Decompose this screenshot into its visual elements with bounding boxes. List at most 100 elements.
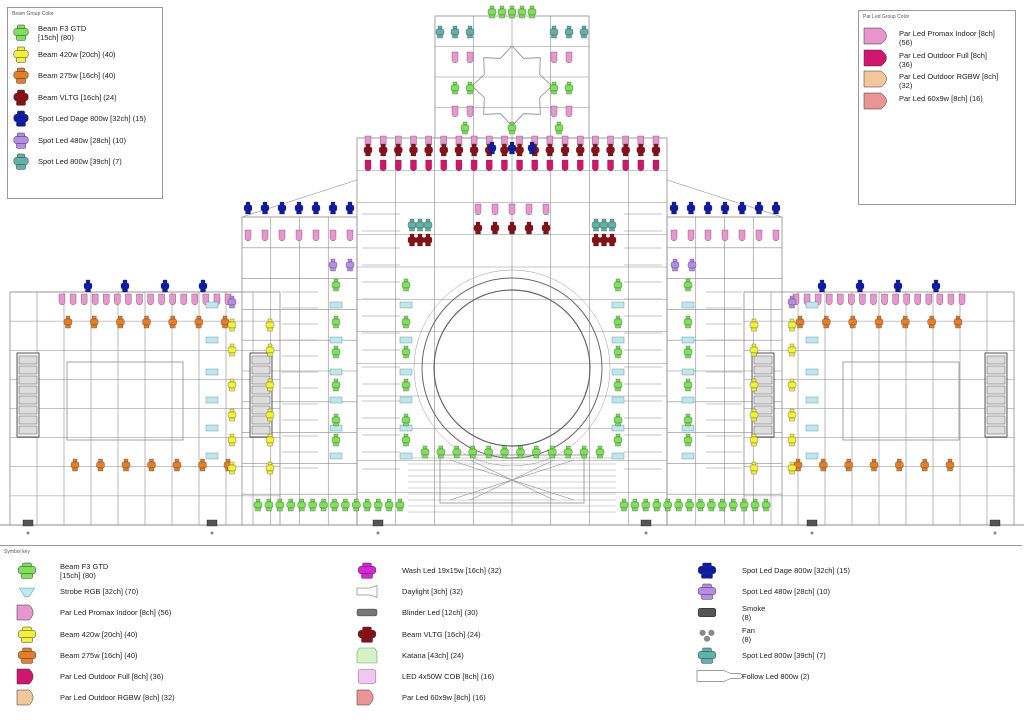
strobe-fixture	[681, 301, 695, 309]
beam-fixture	[927, 315, 936, 329]
beam-fixture	[401, 315, 411, 329]
beam-legend-label: Beam 275w [16ch] (40)	[38, 71, 116, 80]
symbol-key-entry: Spot Led Dage 800w [32ch] (15)	[696, 562, 850, 581]
beam-fixture	[613, 433, 623, 447]
beam-fixture	[613, 315, 623, 329]
par-fixture	[670, 229, 678, 242]
beam-fixture	[345, 201, 355, 215]
beam-fixture	[931, 279, 941, 293]
beam-fixture	[893, 279, 903, 293]
par-led-group-legend: Par Led Group Color Par Led Promax Indoo…	[858, 10, 1016, 205]
beam-legend-label: Beam VLTG [16ch] (24)	[38, 92, 117, 102]
strobe-fixture	[329, 368, 343, 376]
symbol-key-entry: Beam F3 GTD [15ch] (80)	[16, 562, 108, 581]
beam-vltg-icon	[356, 626, 402, 645]
par-legend-entry: Par Led Outdoor RGBW [8ch] (32)	[863, 70, 998, 90]
beam-fixture	[515, 143, 524, 157]
beam-fixture	[754, 201, 764, 215]
beam-fixture	[606, 143, 615, 157]
par-fixture	[451, 51, 459, 64]
par-fixture	[278, 229, 286, 242]
par-fixture	[125, 293, 132, 306]
symbol-key-label: Spot Led 800w [39ch] (7)	[742, 650, 826, 660]
par-fixture	[925, 293, 932, 306]
beam-fixture	[527, 141, 537, 155]
beam-fixture	[90, 315, 99, 329]
symbol-key-label: Par Led 60x9w [8ch] (16)	[402, 693, 486, 703]
beam-fixture	[685, 498, 694, 512]
right-screen	[842, 361, 960, 441]
beam-fixture	[294, 201, 304, 215]
par-60-icon	[863, 92, 893, 112]
par-rgbw-icon	[16, 689, 60, 708]
beam-fixture	[793, 458, 803, 472]
beam-fixture	[707, 498, 716, 512]
beam-fixture	[651, 143, 661, 157]
speaker-box	[986, 355, 1006, 365]
beam-legend-label: Beam 420w [20ch] (40)	[38, 49, 116, 59]
beam-fixture	[749, 433, 759, 447]
beam-fixture	[817, 279, 827, 293]
beam-fixture	[308, 498, 317, 512]
beam-420-icon	[16, 626, 60, 645]
beam-fixture	[401, 345, 411, 359]
symbol-key-label: Blinder Led [12ch] (30)	[402, 608, 478, 618]
par-fixture	[169, 293, 176, 306]
strobe-fixture	[611, 452, 625, 460]
par-fixture	[425, 159, 432, 172]
symbol-key-label: LED 4x50W COB [8ch] (16)	[402, 672, 495, 681]
symbol-key-entry: Spot Led 480w [28ch] (10)	[696, 583, 830, 602]
beam-fixture	[595, 445, 605, 459]
beam-fixture	[227, 318, 237, 332]
beam-420-icon	[12, 46, 30, 65]
par-fixture	[180, 293, 187, 306]
beam-fixture	[683, 345, 693, 359]
speaker-box	[18, 375, 38, 385]
speaker-box	[753, 365, 773, 375]
beam-fixture	[120, 279, 130, 293]
beam-legend-label: Spot Led 480w [28ch] (10)	[38, 135, 126, 145]
par-fixture	[607, 159, 614, 172]
symbol-key-entry: Fan (8)	[696, 626, 755, 645]
par-fixture	[848, 293, 855, 306]
beam-fixture	[468, 445, 477, 459]
beam-fixture	[869, 458, 879, 472]
beam-fixture	[554, 121, 564, 135]
beam-fixture	[507, 121, 517, 135]
center-circle-outer	[413, 269, 611, 467]
par-promax-icon	[16, 604, 60, 623]
symbol-key-entry: Daylight [3ch] (32)	[356, 583, 463, 602]
beam-fixture	[160, 279, 170, 293]
par-fixture	[191, 293, 198, 306]
follow-led-icon	[696, 668, 743, 686]
par-fixture	[892, 293, 899, 306]
beam-fixture	[253, 498, 263, 512]
par-fixture	[622, 159, 629, 172]
symbol-key-label: Beam 275w [16ch] (40)	[60, 650, 138, 660]
spot-480-icon	[696, 583, 742, 602]
beam-fixture	[331, 413, 341, 427]
par-fixture	[295, 229, 303, 242]
beam-fixture	[855, 279, 865, 293]
beam-fixture	[407, 233, 417, 247]
beam-fixture	[686, 201, 696, 215]
symbol-key-entry: Katana [43ch] (24)	[356, 647, 464, 666]
beam-fixture	[787, 461, 797, 475]
beam-fixture	[599, 233, 609, 247]
daylight-icon	[356, 583, 402, 602]
par-fixture	[914, 293, 921, 306]
beam-fixture	[663, 498, 672, 512]
beam-fixture	[641, 498, 650, 512]
par-fixture	[92, 293, 99, 306]
beam-fixture	[401, 278, 411, 292]
symbol-key-entry: Beam 275w [16ch] (40)	[16, 647, 138, 666]
beam-fixture	[516, 445, 525, 459]
beam-fixture	[460, 121, 470, 135]
beam-fixture	[490, 221, 500, 235]
beam-fixture	[669, 201, 679, 215]
speaker-box	[18, 425, 38, 435]
symbol-key-entry: Beam 420w [20ch] (40)	[16, 626, 138, 645]
par-fixture	[565, 105, 573, 118]
beam-fixture	[172, 458, 182, 472]
symbol-key-entry: LED 4x50W COB [8ch] (16)	[356, 668, 494, 687]
